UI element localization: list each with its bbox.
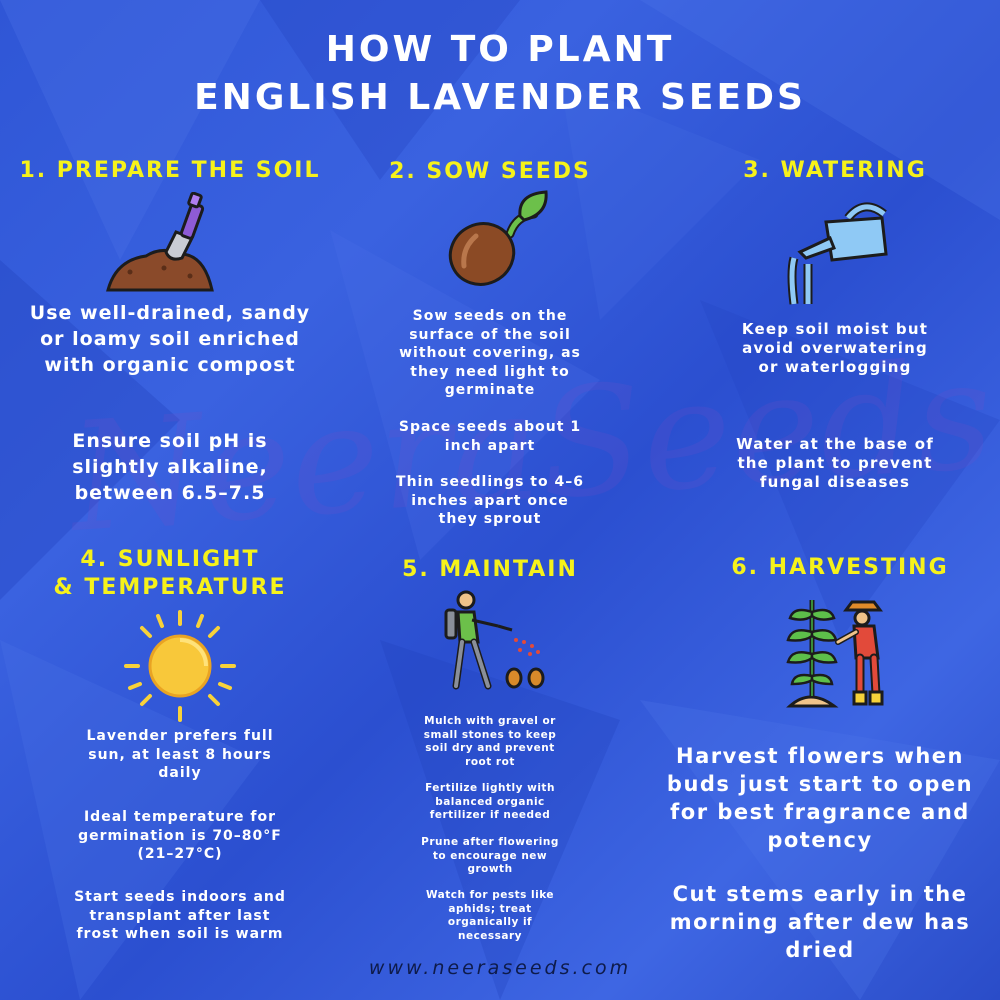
prepare-text-2: Ensure soil pH is slightly alkaline, bet… (72, 430, 268, 504)
heading-watering: 3. WATERING (743, 158, 927, 183)
sunlight-text-2: Ideal temperature for germination is 70–… (78, 809, 282, 862)
watering-text-2: Water at the base of the plant to preven… (736, 435, 934, 491)
title-line-2: ENGLISH LAVENDER SEEDS (194, 77, 806, 118)
heading-sow-seeds: 2. SOW SEEDS (389, 159, 591, 184)
heading-maintain: 5. MAINTAIN (402, 557, 578, 582)
shovel-soil-icon (106, 192, 214, 292)
sow-text-1: Sow seeds on the surface of the soil wit… (399, 308, 581, 398)
page-title: HOW TO PLANT ENGLISH LAVENDER SEEDS (0, 26, 1000, 122)
sun-icon (124, 610, 236, 722)
sprayer-pest-icon (444, 590, 545, 690)
maintain-text-4: Watch for pests like aphids; treat organ… (425, 889, 555, 942)
heading-sunlight: 4. SUNLIGHT & TEMPERATURE (20, 546, 320, 602)
heading-harvesting: 6. HARVESTING (731, 555, 949, 580)
maintain-text-2: Fertilize lightly with balanced organic … (425, 782, 555, 821)
maintain-text-3: Prune after flowering to encourage new g… (421, 836, 559, 875)
sow-text-2: Space seeds about 1 inch apart (398, 419, 582, 454)
harvesting-text-2: Cut stems early in the morning after dew… (669, 882, 971, 962)
watering-text-1: Keep soil moist but avoid overwatering o… (741, 320, 929, 376)
title-line-1: HOW TO PLANT (325, 29, 675, 70)
sprouting-seed-icon (448, 190, 548, 286)
heading-sunlight-line-1: 4. SUNLIGHT (80, 547, 260, 572)
sunlight-text-3: Start seeds indoors and transplant after… (74, 889, 286, 942)
website-url[interactable]: www.neeraseeds.com (368, 957, 632, 979)
maintain-text-1: Mulch with gravel or small stones to kee… (423, 715, 557, 768)
watering-can-icon (787, 202, 888, 305)
heading-sunlight-line-2: & TEMPERATURE (53, 575, 287, 600)
sunlight-text-1: Lavender prefers full sun, at least 8 ho… (86, 728, 274, 781)
harvesting-text-1: Harvest flowers when buds just start to … (666, 744, 974, 852)
sow-text-3: Thin seedlings to 4–6 inches apart once … (396, 474, 584, 527)
heading-prepare-soil: 1. PREPARE THE SOIL (19, 158, 321, 183)
farmer-harvest-icon (786, 600, 884, 708)
prepare-text-1: Use well-drained, sandy or loamy soil en… (29, 302, 311, 376)
